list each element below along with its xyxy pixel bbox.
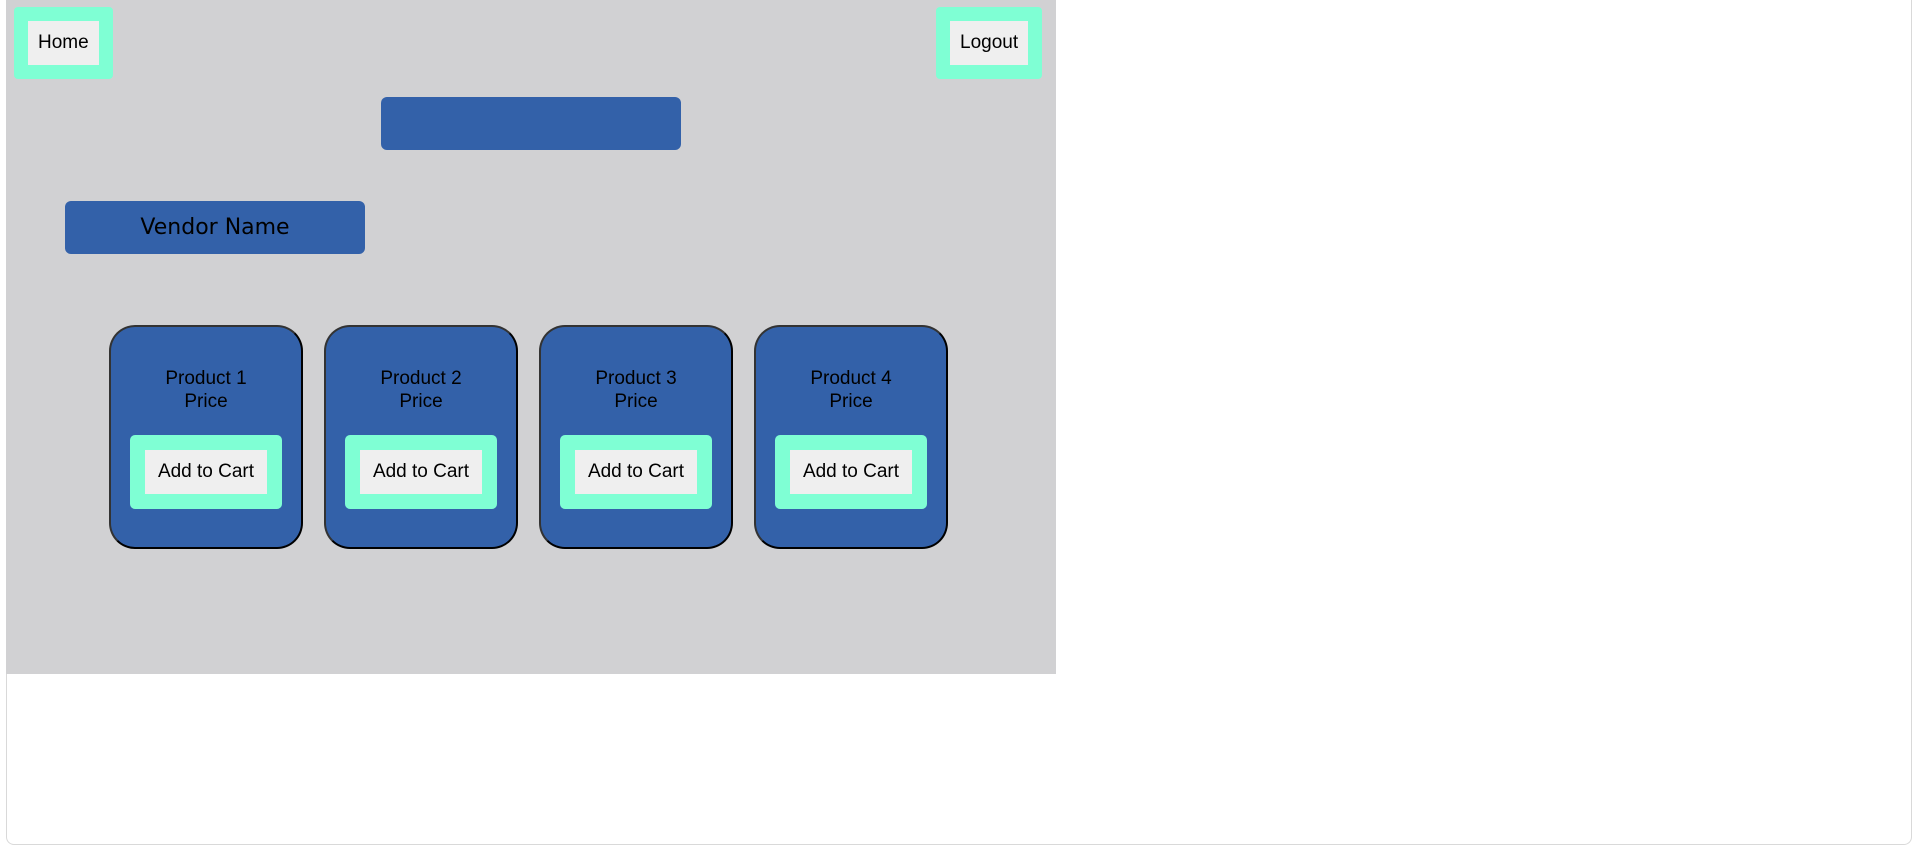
add-to-cart-button[interactable]: Add to Cart xyxy=(790,450,912,494)
product-list: Product 1 Price Add to Cart Product 2 Pr… xyxy=(109,325,948,549)
logout-button[interactable]: Logout xyxy=(950,21,1029,65)
product-price: Price xyxy=(399,391,443,412)
vendor-name: Vendor Name xyxy=(65,201,365,254)
product-info: Product 2 Price xyxy=(326,367,516,413)
add-to-cart-wrapper: Add to Cart xyxy=(560,435,712,509)
home-button[interactable]: Home xyxy=(28,21,99,65)
add-to-cart-button[interactable]: Add to Cart xyxy=(360,450,482,494)
home-button-wrapper: Home xyxy=(14,7,113,79)
product-name: Product 2 xyxy=(380,368,462,389)
product-name: Product 4 xyxy=(810,368,892,389)
add-to-cart-button[interactable]: Add to Cart xyxy=(145,450,267,494)
product-card: Product 1 Price Add to Cart xyxy=(109,325,303,549)
product-info: Product 3 Price xyxy=(541,367,731,413)
product-card: Product 4 Price Add to Cart xyxy=(754,325,948,549)
page-title xyxy=(381,97,681,150)
logout-button-wrapper: Logout xyxy=(936,7,1043,79)
product-card: Product 3 Price Add to Cart xyxy=(539,325,733,549)
product-card: Product 2 Price Add to Cart xyxy=(324,325,518,549)
product-price: Price xyxy=(614,391,658,412)
add-to-cart-wrapper: Add to Cart xyxy=(775,435,927,509)
product-name: Product 3 xyxy=(595,368,677,389)
add-to-cart-wrapper: Add to Cart xyxy=(345,435,497,509)
app-container: Home Logout Vendor Name Product 1 Price … xyxy=(6,0,1056,674)
product-price: Price xyxy=(829,391,873,412)
product-name: Product 1 xyxy=(165,368,247,389)
product-info: Product 1 Price xyxy=(111,367,301,413)
product-price: Price xyxy=(184,391,228,412)
add-to-cart-button[interactable]: Add to Cart xyxy=(575,450,697,494)
product-info: Product 4 Price xyxy=(756,367,946,413)
add-to-cart-wrapper: Add to Cart xyxy=(130,435,282,509)
